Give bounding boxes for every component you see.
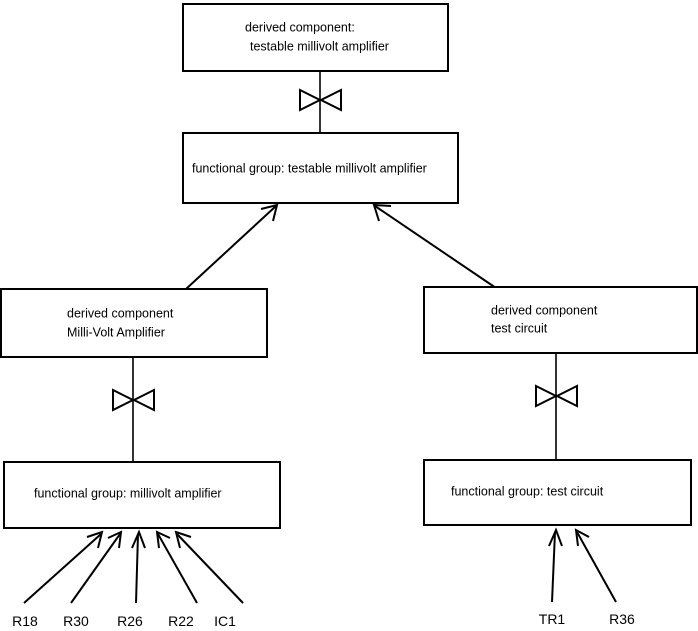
bowtie-icon-top-right [318,88,342,112]
left-functional-group-box[interactable] [3,461,281,529]
left-derived-component-box[interactable] [0,288,268,358]
leaf-label-tr1: TR1 [539,611,566,627]
node-right-derived-component[interactable]: derived component test circuit [423,286,698,354]
left-functional-group-label: functional group: millivolt amplifier [34,486,222,500]
left-derived-component-line2: Milli-Volt Amplifier [67,325,165,339]
bowtie-icon-left-left [112,388,136,412]
leaf-label-group-left: R18 R30 R26 R22 IC1 [12,613,236,629]
connector-left-dc-to-left-fg [112,357,155,462]
leaf-label-r36: R36 [609,611,635,627]
open-arrowhead-icon-r18 [86,530,104,549]
open-arrowhead-icon-ic1 [174,530,192,549]
top-derived-component-box[interactable] [182,3,449,72]
leaf-arrow-line-r26 [135,533,139,604]
leaf-arrow-line-r36 [576,531,617,603]
right-derived-component-line1: derived component [491,303,598,317]
open-arrowhead-icon-r36 [574,528,590,547]
connector-right-dc-to-right-fg [535,353,578,460]
relation-line-left [185,205,277,290]
leaf-relations-right [548,527,617,603]
open-arrowhead-icon-right [372,203,392,222]
leaf-label-r30: R30 [63,613,89,629]
leaf-arrow-line-r22 [157,533,198,604]
leaf-label-r26: R26 [117,613,143,629]
leaf-arrow-line-ic1 [176,533,244,604]
right-derived-component-line2: test circuit [491,321,548,335]
leaf-arrow-line-tr1 [551,531,556,603]
open-arrowhead-icon-tr1 [548,527,563,547]
node-top-functional-group[interactable]: functional group: testable millivolt amp… [182,132,459,204]
leaf-label-group-right: TR1 R36 [539,611,635,627]
relation-right-dc-to-top-fg [372,203,497,289]
open-arrowhead-icon-r30 [107,530,123,549]
leaf-label-ic1: IC1 [214,613,236,629]
right-functional-group-box[interactable] [423,459,692,526]
right-functional-group-label: functional group: test circuit [451,484,604,498]
node-left-derived-component[interactable]: derived component Milli-Volt Amplifier [0,288,268,358]
top-derived-component-line1: derived component: [245,20,355,34]
relation-left-dc-to-top-fg [185,203,279,290]
bowtie-icon-right-right [554,384,578,408]
node-left-functional-group[interactable]: functional group: millivolt amplifier [3,461,281,529]
node-right-functional-group[interactable]: functional group: test circuit [423,459,692,526]
open-arrowhead-icon-r26 [131,529,146,549]
bowtie-icon-top-left [299,88,323,112]
leaf-label-r18: R18 [12,613,38,629]
bowtie-icon-right-left [535,384,559,408]
leaf-arrow-line-r30 [70,533,121,604]
right-derived-component-box[interactable] [423,286,698,354]
top-functional-group-label: functional group: testable millivolt amp… [192,161,427,175]
open-arrowhead-icon-r22 [155,530,171,549]
top-functional-group-box[interactable] [182,132,459,204]
leaf-arrow-line-r18 [23,533,102,604]
connector-top-dc-to-top-fg [299,71,342,133]
leaf-relations-left [23,529,244,604]
bowtie-icon-left-right [131,388,155,412]
open-arrowhead-icon-left [260,203,279,222]
left-derived-component-line1: derived component [67,306,174,320]
node-top-derived-component[interactable]: derived component: testable millivolt am… [182,3,449,72]
top-derived-component-line2: testable millivolt amplifier [250,39,389,53]
leaf-label-r22: R22 [168,613,194,629]
relation-line-right [374,205,497,289]
